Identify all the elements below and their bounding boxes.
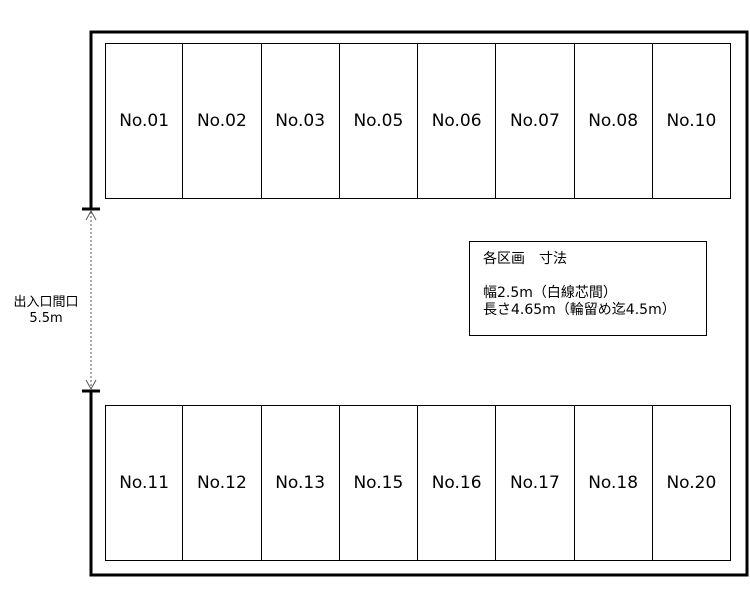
slot-width-text: 幅2.5m（白線芯間）: [483, 285, 617, 301]
slot-length-text: 長さ4.65m（輪留め迄4.5m）: [483, 302, 676, 318]
parking-slot-17: No.17: [495, 405, 575, 561]
parking-slot-15: No.15: [338, 405, 418, 561]
parking-slot-06: No.06: [417, 43, 497, 199]
parking-slot-16: No.16: [417, 405, 497, 561]
parking-slot-13: No.13: [260, 405, 340, 561]
parking-slot-05: No.05: [338, 43, 418, 199]
dimension-title: 各区画 寸法: [483, 251, 567, 267]
parking-slot-02: No.02: [182, 43, 262, 199]
entrance-width: 5.5m: [29, 311, 63, 326]
parking-slot-12: No.12: [182, 405, 262, 561]
parking-slot-20: No.20: [651, 405, 731, 561]
arrow-down-icon: [85, 379, 97, 391]
entrance-label: 出入口間口 5.5m: [0, 295, 92, 327]
parking-slot-03: No.03: [260, 43, 340, 199]
parking-slot-18: No.18: [573, 405, 653, 561]
parking-slot-11: No.11: [105, 405, 184, 561]
parking-slot-08: No.08: [573, 43, 653, 199]
arrow-up-icon: [85, 209, 97, 221]
parking-slot-10: No.10: [651, 43, 731, 199]
entrance-title: 出入口間口: [13, 295, 79, 310]
lot-wall-top: [89, 30, 749, 577]
dimension-info-box: 各区画 寸法 幅2.5m（白線芯間） 長さ4.65m（輪留め迄4.5m）: [469, 241, 707, 336]
parking-slot-07: No.07: [495, 43, 575, 199]
parking-slot-01: No.01: [105, 43, 184, 199]
